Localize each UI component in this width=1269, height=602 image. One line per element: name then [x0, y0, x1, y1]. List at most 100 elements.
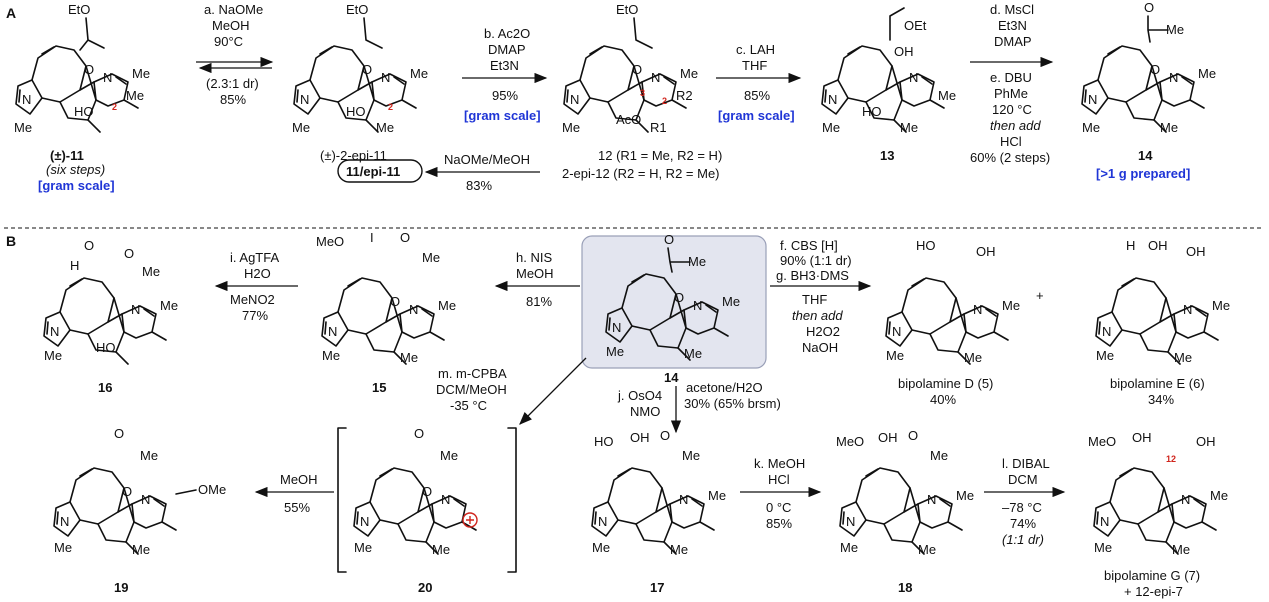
me-label: Me	[54, 540, 72, 555]
me-label: Me	[44, 348, 62, 363]
step-e-text: PhMe	[994, 86, 1028, 101]
me-label: Me	[688, 254, 706, 269]
atom-o: O	[84, 238, 94, 253]
atom-n: N	[1100, 514, 1109, 529]
step-m-text: m. m-CPBA	[438, 366, 507, 381]
atom-n: N	[22, 92, 31, 107]
me-label: Me	[886, 348, 904, 363]
box-11-epi-11	[337, 159, 423, 183]
me-label: Me	[680, 66, 698, 81]
step-c-text: 85%	[744, 88, 770, 103]
compound-15-label: 15	[372, 380, 386, 395]
oh-label: OH	[1132, 430, 1152, 445]
atom-o: O	[908, 428, 918, 443]
atom-n: N	[50, 324, 59, 339]
step-d-text: d. MsCl	[990, 2, 1034, 17]
me-label: Me	[140, 448, 158, 463]
step-h-text: h. NIS	[516, 250, 552, 265]
atom-o: O	[400, 230, 410, 245]
bipolamine-g-structure: MeO OH 12 OH N N Me Me Me	[1088, 430, 1228, 557]
compound-11-note: [gram scale]	[38, 178, 115, 193]
meoh-step-text: MeOH	[280, 472, 318, 487]
ome-label: OMe	[198, 482, 226, 497]
compound-11-structure: EtO N N O HO Me Me Me 2	[14, 2, 150, 135]
left-bracket	[337, 427, 347, 573]
compound-2-epi-11-structure: EtO N N O HO Me Me Me 2	[292, 2, 428, 135]
step-l-text: (1:1 dr)	[1002, 532, 1044, 547]
compound-16-label: 16	[98, 380, 112, 395]
me-label: Me	[684, 346, 702, 361]
arrow-step-m	[519, 357, 587, 425]
step-l-text: 74%	[1010, 516, 1036, 531]
step-f-text: f. CBS [H]	[780, 238, 838, 253]
eto-label: EtO	[68, 2, 90, 17]
atom-n: N	[892, 324, 901, 339]
atom-o: O	[632, 62, 642, 77]
step-g-text: THF	[802, 292, 827, 307]
me-label: Me	[438, 298, 456, 313]
atom-o: O	[664, 232, 674, 247]
atom-n: N	[1181, 492, 1190, 507]
bipolamine-e-yield: 34%	[1148, 392, 1174, 407]
me-label: Me	[930, 448, 948, 463]
me-label: Me	[938, 88, 956, 103]
step-c-text: THF	[742, 58, 767, 73]
atom-o: O	[422, 484, 432, 499]
atom-o: O	[660, 428, 670, 443]
me-label: Me	[142, 264, 160, 279]
me-label: Me	[682, 448, 700, 463]
me-label: Me	[292, 120, 310, 135]
me-label: Me	[722, 294, 740, 309]
atom-n: N	[612, 320, 621, 335]
me-label: Me	[376, 120, 394, 135]
atom-h: H	[70, 258, 79, 273]
compound-12-label: 12 (R1 = Me, R2 = H)	[598, 148, 722, 163]
step-a-text: (2.3:1 dr)	[206, 76, 259, 91]
step-b-text: DMAP	[488, 42, 526, 57]
step-h-text: MeOH	[516, 266, 554, 281]
atom-n: N	[693, 298, 702, 313]
me-label: Me	[964, 350, 982, 365]
me-label: Me	[1166, 22, 1184, 37]
me-label: Me	[822, 120, 840, 135]
compound-13-label: 13	[880, 148, 894, 163]
me-label: Me	[708, 488, 726, 503]
atom-o: O	[1150, 62, 1160, 77]
atom-n: N	[679, 492, 688, 507]
step-g-text: H2O2	[806, 324, 840, 339]
ho-label: HO	[96, 340, 116, 355]
eto-label: EtO	[616, 2, 638, 17]
atom-n: N	[828, 92, 837, 107]
step-k-text: 85%	[766, 516, 792, 531]
ho-label: HO	[74, 104, 94, 119]
atom-n: N	[1088, 92, 1097, 107]
me-label: Me	[562, 120, 580, 135]
bipolamine-d-label: bipolamine D (5)	[898, 376, 993, 391]
plus-sign: +	[1036, 288, 1044, 303]
atom-n: N	[927, 492, 936, 507]
compound-11-label: (±)-11	[50, 148, 84, 163]
step-k-text: k. MeOH	[754, 456, 805, 471]
r2-label: R2	[676, 88, 693, 103]
me-label: Me	[606, 344, 624, 359]
atom-n: N	[651, 70, 660, 85]
position-3-label: 3	[640, 88, 645, 98]
me-label: Me	[918, 542, 936, 557]
atom-o: O	[122, 484, 132, 499]
compound-18-structure: MeO OH O Me N N Me Me Me	[836, 428, 974, 557]
compound-19-structure: O Me N N O OMe Me Me	[53, 426, 226, 557]
step-j-text: 30% (65% brsm)	[684, 396, 781, 411]
box-11-epi-11-label: 11/epi-11	[346, 164, 400, 179]
atom-n: N	[1102, 324, 1111, 339]
me-label: Me	[440, 448, 458, 463]
atom-n: N	[598, 514, 607, 529]
back-step-text: NaOMe/MeOH	[444, 152, 530, 167]
atom-n: N	[103, 70, 112, 85]
atom-n: N	[141, 492, 150, 507]
me-label: Me	[322, 348, 340, 363]
step-i-text: H2O	[244, 266, 271, 281]
step-b-text: b. Ac2O	[484, 26, 530, 41]
me-label: Me	[1094, 540, 1112, 555]
compound-14-note: [>1 g prepared]	[1096, 166, 1190, 181]
me-label: Me	[160, 298, 178, 313]
